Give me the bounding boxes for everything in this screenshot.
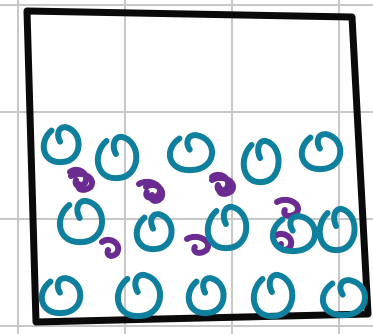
large-particle-icon [208,207,246,248]
large-particle-icon [60,201,102,242]
small-particle-icon [102,240,118,256]
large-particle-icon [98,137,136,178]
large-particle-icon [323,280,365,315]
large-particle-icon [170,135,212,170]
large-particle-icon [320,209,355,250]
large-particle-icon [189,278,224,313]
large-particle-icon [302,134,340,169]
small-particle-icon [187,237,208,253]
large-particle-icon [137,214,172,249]
large-particle-icon [44,127,79,162]
large-particles [42,127,365,316]
large-particle-icon [254,275,292,316]
large-particle-icon [244,141,279,182]
large-particle-icon [42,278,80,313]
